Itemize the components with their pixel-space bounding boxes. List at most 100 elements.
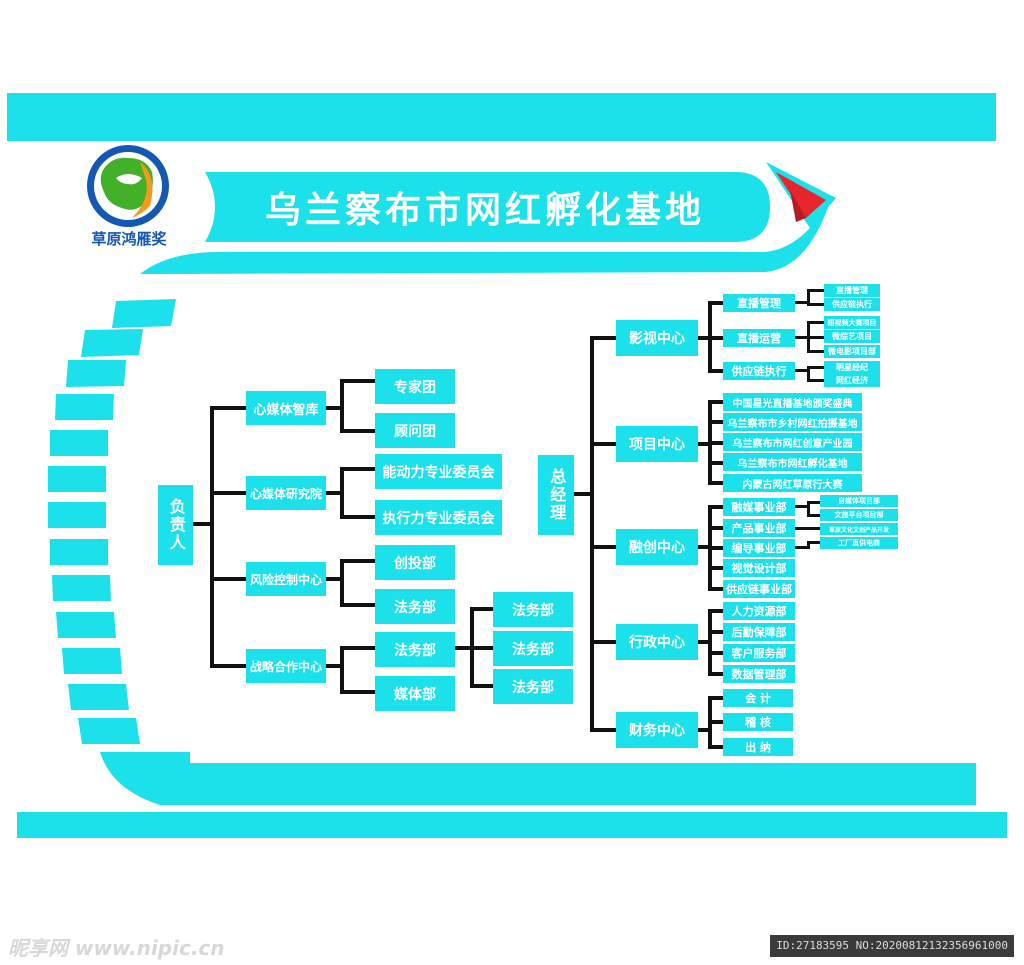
dept-box: 供应链事业部 (723, 580, 795, 598)
right-root-box: 总经理 (538, 455, 574, 535)
connector (573, 492, 593, 496)
dept-box: 出 纳 (723, 738, 793, 756)
dept-box: 融媒事业部 (723, 498, 795, 516)
dept-box: 人力资源部 (723, 602, 795, 620)
connector (708, 400, 724, 404)
dept-box: 稽 核 (723, 713, 793, 731)
center-box: 项目中心 (616, 426, 698, 462)
leaf-box: 法务部 (375, 632, 455, 667)
dept-box: 编导事业部 (723, 539, 795, 557)
project-box: 内蒙古网红草原行大赛 (723, 474, 862, 492)
sub-leaf-box: 法务部 (493, 669, 573, 704)
connector (590, 336, 616, 340)
leaf-box: 法务部 (375, 589, 455, 624)
connector (807, 366, 810, 382)
connector (708, 481, 724, 485)
connector (210, 577, 248, 581)
leaf-box: 专家团 (375, 369, 455, 404)
connector (325, 491, 343, 495)
connector (807, 514, 821, 517)
connector (807, 289, 810, 306)
connector (590, 640, 616, 644)
connector (794, 546, 810, 549)
connector (708, 630, 724, 634)
center-box: 融创中心 (616, 529, 698, 565)
connector (708, 587, 724, 591)
connector (794, 301, 810, 304)
connector (340, 379, 376, 383)
connector (470, 607, 494, 611)
bottom-inner-bar (190, 763, 976, 805)
connector (325, 406, 343, 410)
logo-emblem (87, 145, 169, 227)
watermark-left: 昵享网 www.nipic.cn (8, 936, 225, 960)
connector (340, 467, 376, 471)
connector (807, 501, 821, 504)
connector (340, 559, 344, 607)
leaf-box: 创投部 (375, 545, 455, 580)
sub-dept-box: 网红经济 (824, 374, 880, 387)
ribbon-swoosh (140, 195, 832, 274)
project-box: 乌兰察布市网红创意产业园 (723, 433, 862, 451)
connector (807, 541, 810, 549)
bottom-outer-bar (17, 812, 1007, 838)
connector (708, 720, 724, 724)
sub-dept-box: 直播管理 (824, 284, 880, 297)
connector (455, 646, 473, 650)
connector (340, 646, 344, 694)
connector (340, 690, 376, 694)
connector (708, 505, 724, 509)
project-box: 中国星光直播基地颁奖盛典 (723, 393, 862, 411)
sub-dept-box: 微电影项目部 (824, 345, 880, 358)
dept-box: 客户服务部 (723, 644, 795, 662)
connector (807, 321, 825, 324)
connector (708, 609, 712, 675)
connector (708, 745, 724, 749)
connector (708, 696, 724, 700)
connector (807, 303, 825, 306)
connector (470, 684, 494, 688)
connector (325, 577, 343, 581)
connector (708, 336, 724, 340)
connector (697, 442, 711, 446)
connector (590, 442, 616, 446)
right-root-label: 总经理 (547, 468, 567, 522)
connector (590, 336, 594, 732)
paper-plane-icon (766, 162, 836, 228)
dept-box: 数据管理部 (723, 665, 795, 683)
connector (794, 505, 810, 508)
connector (340, 603, 376, 607)
project-box: 乌兰察布市乡村网红拍摄基地 (723, 413, 862, 431)
sub-dept-box: 工厂直供电商 (820, 537, 898, 549)
branch-box: 风险控制中心 (246, 562, 326, 596)
dept-box: 会 计 (723, 689, 793, 707)
leaf-box: 顾问团 (375, 413, 455, 448)
connector (794, 336, 810, 339)
connector (807, 501, 810, 515)
connector (708, 301, 724, 305)
dept-box: 后勤保障部 (723, 623, 795, 641)
sub-dept-box: 自媒体项目部 (820, 495, 898, 507)
connector (807, 289, 825, 292)
connector (708, 526, 724, 530)
project-box: 乌兰察布市网红孵化基地 (723, 453, 862, 471)
connector (708, 369, 724, 373)
bottom-curve (100, 752, 190, 805)
connector (708, 461, 724, 465)
connector (708, 651, 724, 655)
connector (794, 369, 810, 372)
dept-box: 产品事业部 (723, 519, 795, 537)
connector (210, 491, 248, 495)
branch-box: 心媒体智库 (246, 391, 326, 425)
connector (210, 406, 214, 668)
connector (697, 640, 711, 644)
sub-leaf-box: 法务部 (493, 592, 573, 627)
connector (697, 728, 711, 732)
connector (807, 541, 821, 544)
connector (708, 566, 724, 570)
title-ribbon (205, 172, 770, 242)
sub-dept-box: 微综艺项目 (824, 330, 880, 343)
connector (697, 545, 711, 549)
connector (697, 336, 711, 340)
